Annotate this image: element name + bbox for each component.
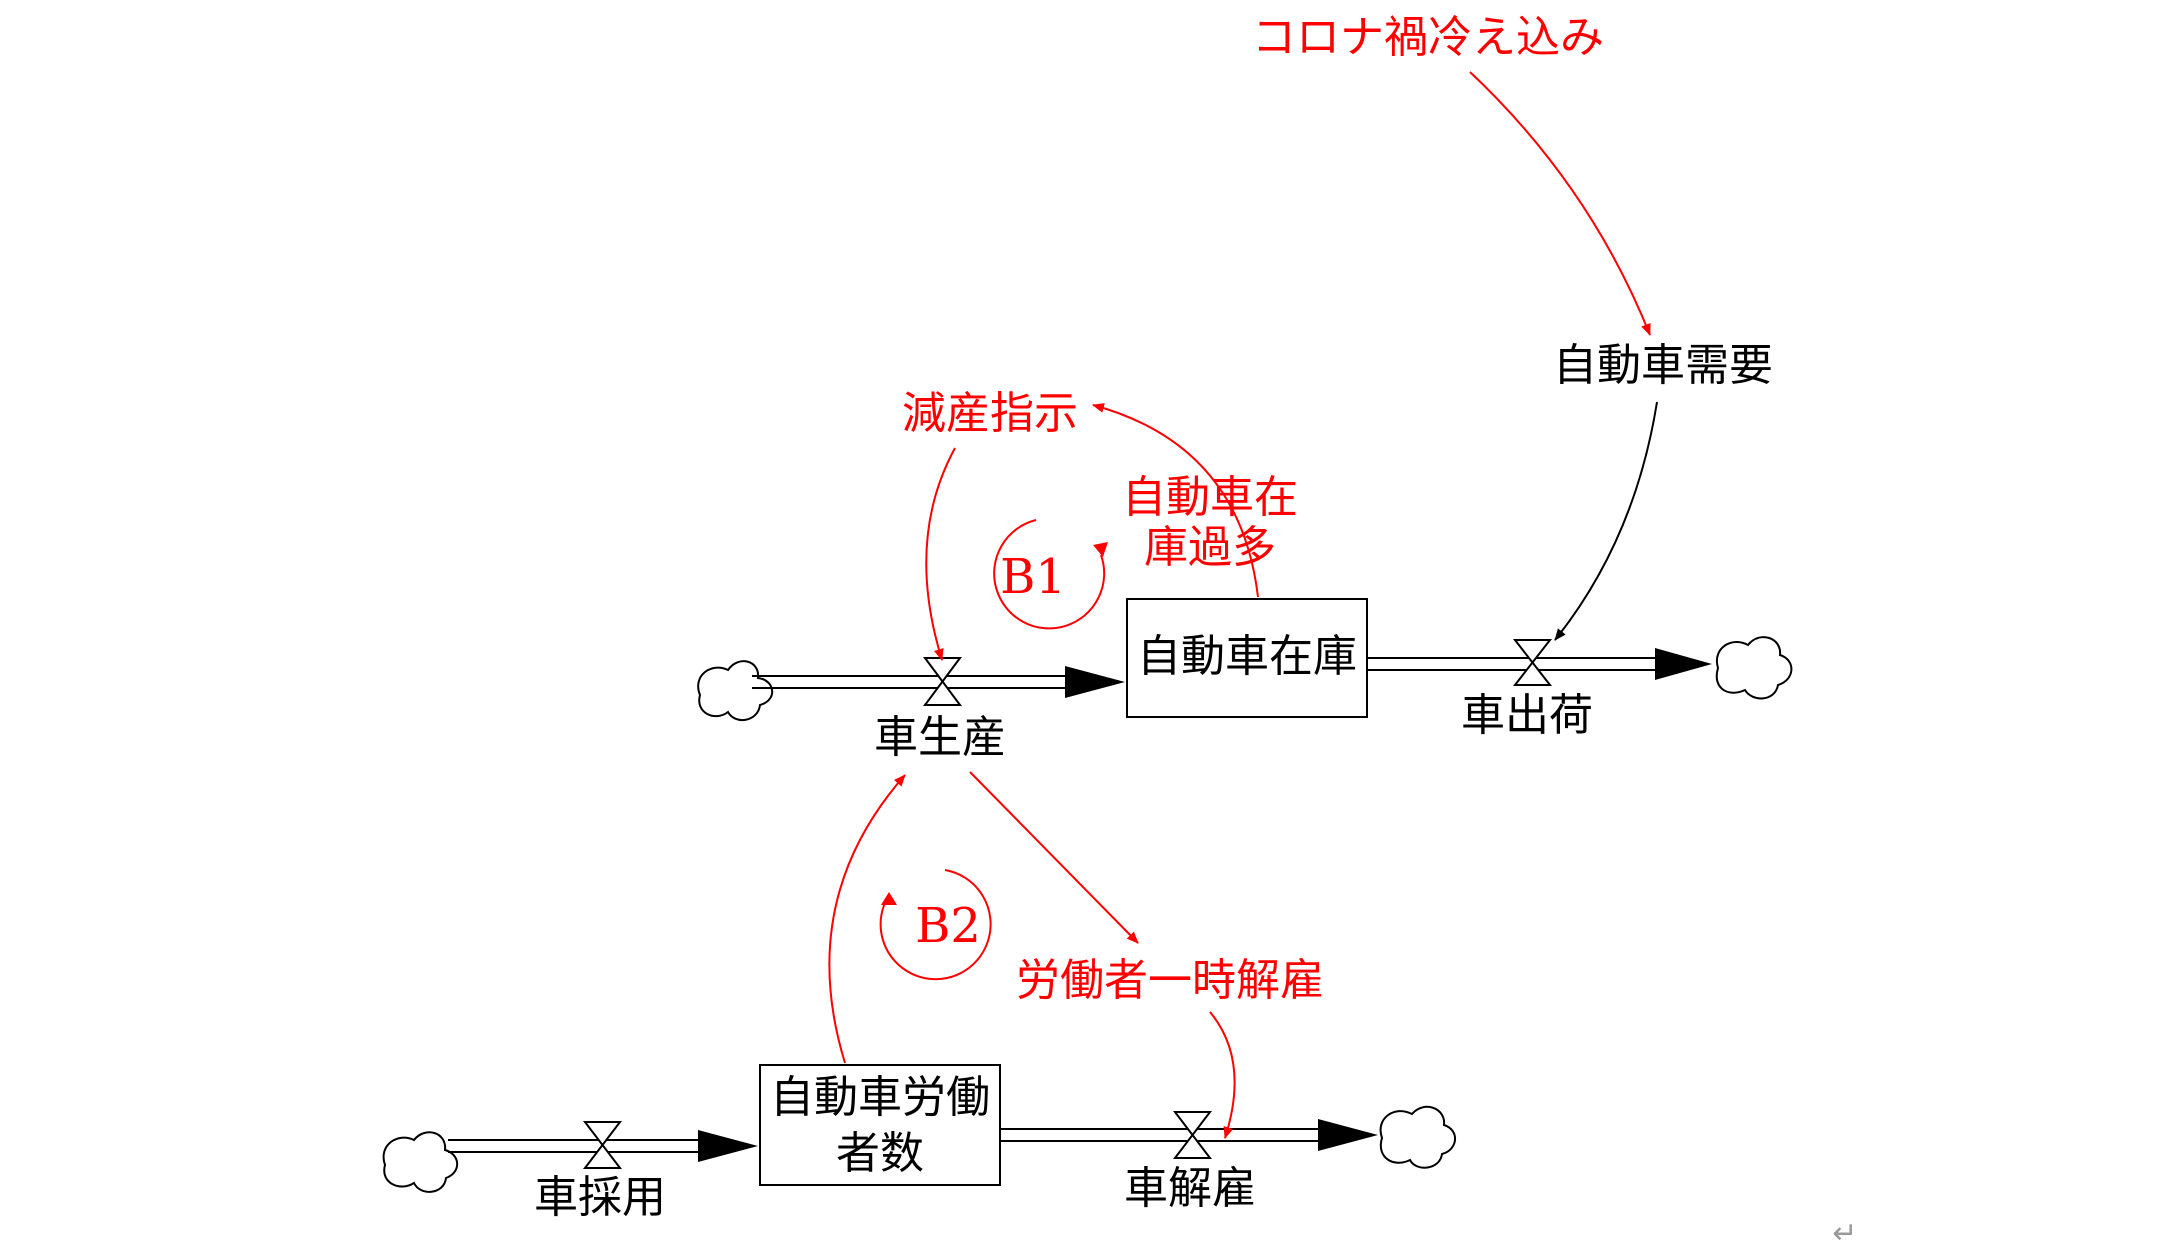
valve-production [923,657,962,706]
loop-b2-arc [879,869,992,981]
label-loop-b2: B2 [915,898,981,954]
cloud-sink-layoff [1379,1105,1456,1169]
label-car-layoff: 車解雇 [1124,1163,1256,1214]
cloud-source-production [697,660,774,721]
link-workers-to-production [828,774,906,1064]
label-car-inventory: 自動車在庫 [1137,631,1357,682]
pipe-layoff [1000,1119,1378,1151]
loop-b1-arc [993,519,1106,630]
label-car-workers-line1: 自動車労働 [770,1072,990,1123]
valve-hiring [582,1121,623,1169]
label-excess-inventory-line2: 庫過多 [1144,522,1276,573]
valve-layoff [1172,1111,1213,1159]
link-layoff-to-carlayoff [1209,1011,1236,1139]
link-cutorder-to-production [925,447,956,661]
pipe-production [752,666,1125,698]
loop-b2-arrowhead [881,892,897,905]
link-covid-to-demand [1469,71,1651,336]
valve-shipment [1512,639,1553,686]
label-loop-b1: B1 [1000,549,1066,605]
label-car-shipment: 車出荷 [1461,690,1593,741]
link-production-to-layoff [969,771,1139,944]
label-car-production: 車生産 [874,712,1006,763]
label-temporary-layoff: 労働者一時解雇 [1016,955,1324,1006]
loop-b1-arrowhead [1093,542,1108,557]
stock-car-inventory[interactable] [1126,598,1368,718]
cloud-sink-shipment [1715,636,1793,700]
pipe-hiring [448,1130,758,1162]
label-production-cut-order: 減産指示 [902,388,1078,439]
stock-car-workers[interactable] [759,1064,1001,1186]
label-car-workers-line2: 者数 [836,1128,924,1179]
cloud-source-hiring [382,1131,459,1193]
label-car-hiring: 車採用 [534,1172,666,1223]
pipe-shipment [1367,648,1712,680]
link-inventory-to-excess [1092,403,1259,598]
return-mark: ↵ [1832,1216,1857,1244]
link-demand-to-shipment [1554,401,1658,641]
label-excess-inventory-line1: 自動車在 [1122,472,1298,523]
label-covid-slump: コロナ禍冷え込み [1252,12,1604,63]
label-car-demand: 自動車需要 [1553,340,1773,391]
